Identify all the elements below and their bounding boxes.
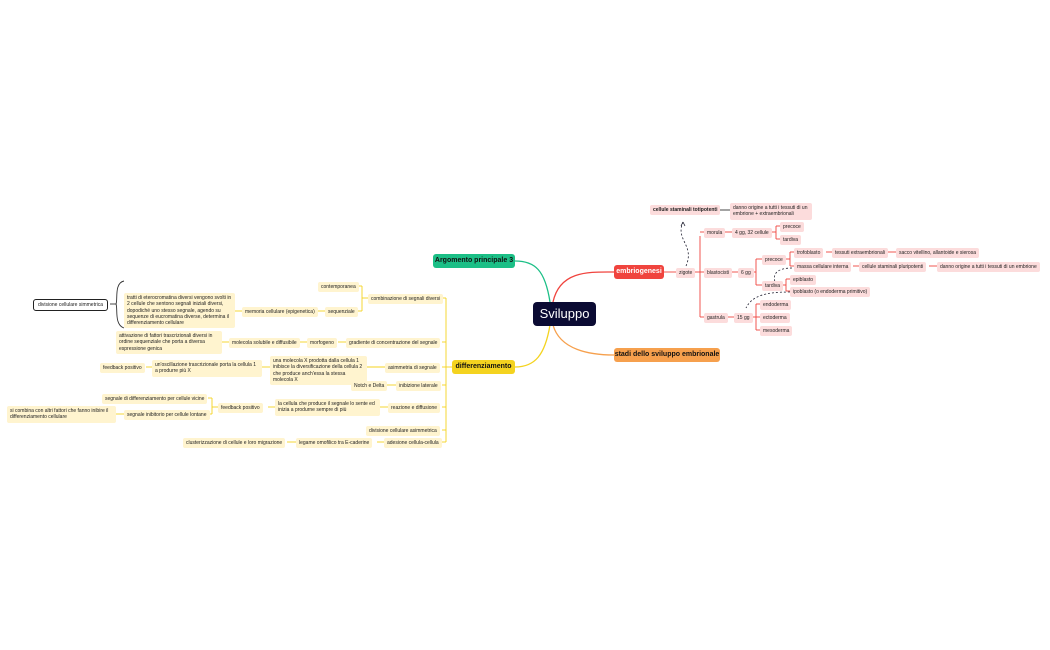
node-tratti[interactable]: tratti di eterocromatina diversi vengono… bbox=[124, 293, 235, 329]
node-divisione-asimmetrica[interactable]: divisione cellulare asimmetrica bbox=[366, 426, 440, 437]
root-node[interactable]: Sviluppo bbox=[533, 302, 596, 326]
node-blast-tardiva[interactable]: tardiva bbox=[762, 281, 784, 292]
node-zigote[interactable]: zigote bbox=[676, 268, 696, 279]
node-ectoderma[interactable]: ectoderma bbox=[760, 313, 790, 324]
node-si-combina[interactable]: si combina con altri fattori che fanno i… bbox=[7, 406, 116, 423]
node-divisione-simmetrica[interactable]: divisione cellulare simmetrica bbox=[33, 299, 109, 312]
node-sacco[interactable]: sacco vitellino, allantoide e sierosa bbox=[896, 248, 979, 259]
node-segnale-vicine[interactable]: segnale di differenziamento per cellule … bbox=[102, 394, 208, 405]
node-gastrula-days[interactable]: 15 gg bbox=[734, 313, 753, 324]
node-totipotenti[interactable]: cellule staminali totipotenti bbox=[650, 205, 721, 216]
node-gradiente[interactable]: gradiente di concentrazione del segnale bbox=[346, 338, 441, 349]
node-feedback-2[interactable]: feedback positivo bbox=[218, 403, 263, 414]
node-reazione[interactable]: reazione e diffusione bbox=[388, 403, 441, 414]
node-asimmetria[interactable]: asimmetria di segnale bbox=[385, 363, 440, 374]
branch-argomento-3[interactable]: Argomento principale 3 bbox=[433, 254, 515, 268]
node-tessuti-extra[interactable]: tessuti extraembrionali bbox=[832, 248, 889, 259]
node-ipoblasto[interactable]: ipoblasto (o endoderma primitivo) bbox=[790, 287, 871, 298]
node-morula-days[interactable]: 4 gg, 32 cellule bbox=[732, 228, 772, 239]
node-cellula-produce[interactable]: la cellula che produce il segnale lo sen… bbox=[275, 399, 380, 416]
node-oscillazione[interactable]: un'oscillazione trascrizionale porta la … bbox=[152, 360, 262, 377]
node-endoderma[interactable]: endoderma bbox=[760, 300, 792, 311]
node-memoria[interactable]: memoria cellulare (epigenetica) bbox=[242, 307, 318, 318]
node-combinazione[interactable]: combinazione di segnali diversi bbox=[368, 294, 444, 305]
node-mesoderma[interactable]: mesoderma bbox=[760, 326, 793, 337]
node-molecola-x[interactable]: una molecola X prodotta dalla cellula 1 … bbox=[270, 356, 367, 385]
branch-embriogenesi[interactable]: embriogenesi bbox=[614, 265, 664, 279]
branch-stadi-sviluppo[interactable]: stadi dello sviluppo embrionale bbox=[614, 348, 720, 362]
node-totipotenti-desc[interactable]: danno origine a tutti i tessuti di un em… bbox=[730, 203, 812, 220]
node-contemporanea[interactable]: contemporanea bbox=[318, 282, 359, 293]
node-legame[interactable]: legame omofilico tra E-caderine bbox=[296, 438, 373, 449]
node-molecola-solubile[interactable]: molecola solubile e diffusibile bbox=[229, 338, 300, 349]
node-segnale-lontane[interactable]: segnale inibitorio per cellule lontane bbox=[124, 410, 210, 421]
node-clusterizzazione[interactable]: clusterizzazione di cellule e loro migra… bbox=[183, 438, 286, 449]
node-pluripotenti[interactable]: cellule staminali pluripotenti bbox=[859, 262, 927, 273]
node-epiblasto[interactable]: epiblasto bbox=[790, 275, 817, 286]
node-attivazione[interactable]: attivazione di fattori trascrizionali di… bbox=[116, 331, 222, 354]
node-morfogeno[interactable]: morfogeno bbox=[307, 338, 337, 349]
node-notch-delta[interactable]: Notch e Delta bbox=[351, 381, 388, 392]
node-morula-precoce[interactable]: precoce bbox=[780, 222, 804, 233]
node-adesione[interactable]: adesione cellula-cellula bbox=[384, 438, 442, 449]
node-pluripotenti-desc[interactable]: danno origine a tutti i tessuti di un em… bbox=[937, 262, 1040, 273]
node-morula[interactable]: morula bbox=[704, 228, 726, 239]
node-blast-precoce[interactable]: precoce bbox=[762, 255, 786, 266]
node-massa-interna[interactable]: massa cellulare interna bbox=[794, 262, 852, 273]
node-blastocisti[interactable]: blastocisti bbox=[704, 268, 732, 279]
node-trofoblasto[interactable]: trofoblasto bbox=[794, 248, 824, 259]
node-sequenziale[interactable]: sequenziale bbox=[325, 307, 358, 318]
branch-differenziamento[interactable]: differenziamento bbox=[452, 360, 515, 374]
node-feedback-1[interactable]: feedback positivo bbox=[100, 363, 145, 374]
node-inibizione-laterale[interactable]: inibizione laterale bbox=[396, 381, 441, 392]
node-blastocisti-days[interactable]: 6 gg bbox=[738, 268, 754, 279]
node-gastrula[interactable]: gastrula bbox=[704, 313, 728, 324]
node-morula-tardiva[interactable]: tardiva bbox=[780, 235, 802, 246]
